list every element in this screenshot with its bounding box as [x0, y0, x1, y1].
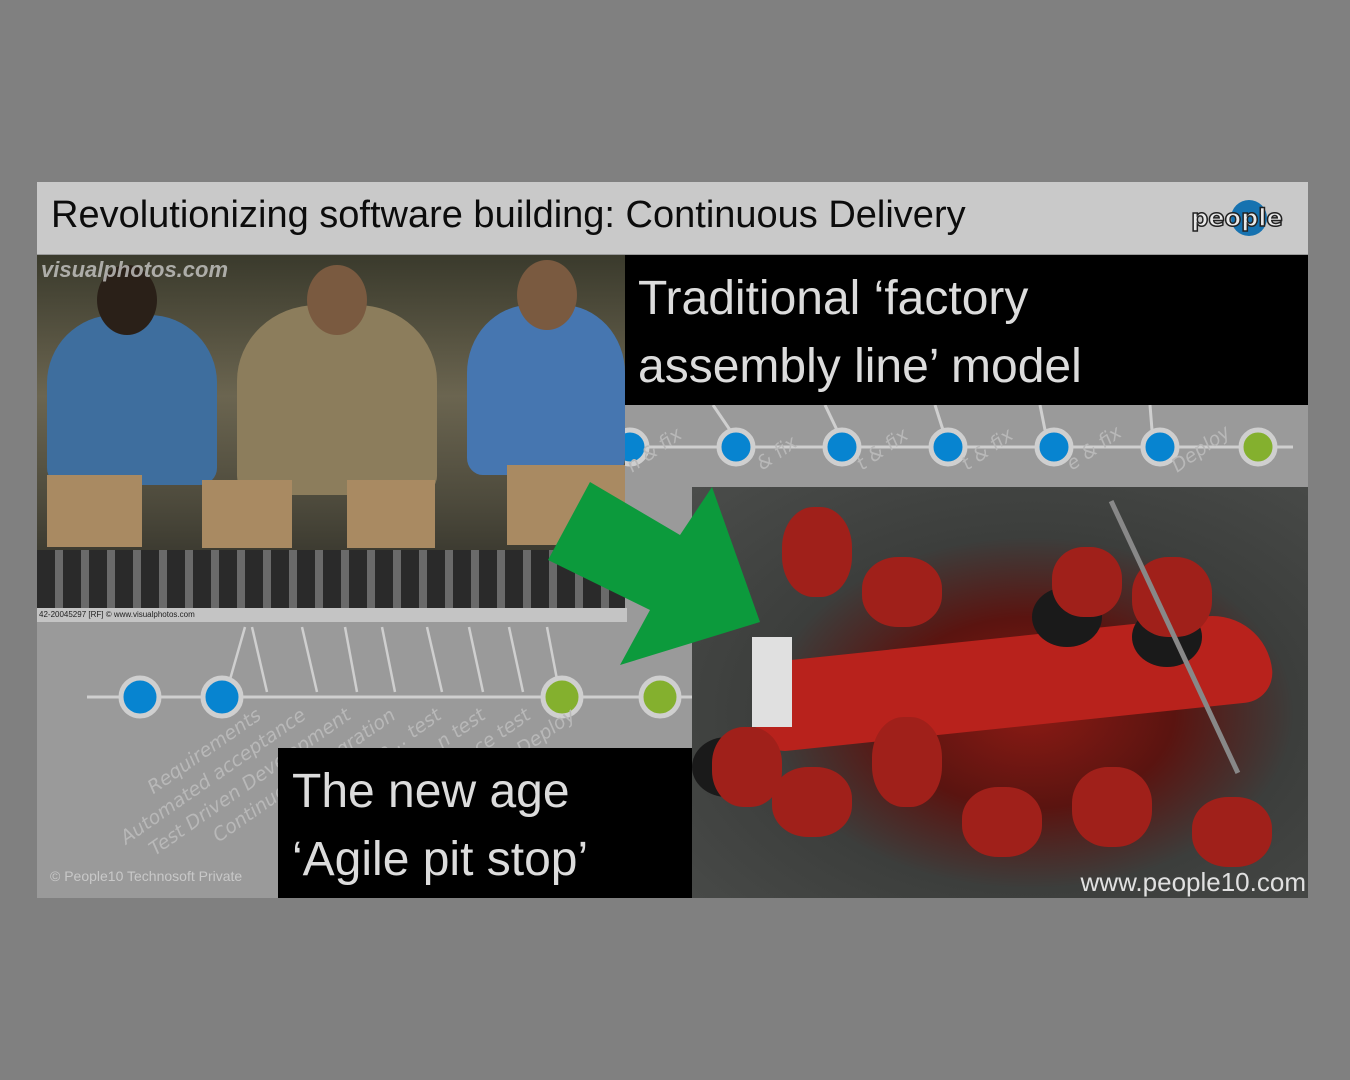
agile-label-line1: The new age	[292, 765, 570, 818]
agile-timeline	[87, 626, 697, 719]
timeline-node	[716, 427, 756, 467]
f1-pit-stop-photo: www.people10.com	[692, 487, 1308, 898]
agile-label-box: The new age ‘Agile pit stop’	[278, 748, 692, 898]
timeline-node	[200, 675, 244, 719]
timeline-node	[625, 427, 650, 467]
timeline-node	[638, 675, 682, 719]
timeline-node	[118, 675, 162, 719]
website-url: www.people10.com	[1080, 867, 1306, 897]
timeline-node	[928, 427, 968, 467]
people10-logo: people	[1190, 200, 1284, 236]
timeline-node	[1140, 427, 1180, 467]
traditional-label-line1: Traditional ‘factory	[638, 272, 1029, 325]
traditional-timeline: n & fix & fix t & fix t & fix e & fix De…	[625, 405, 1308, 487]
factory-workers-photo: visualphotos.com	[37, 255, 625, 608]
timeline-node	[540, 675, 584, 719]
slide-title: Revolutionizing software building: Conti…	[51, 194, 966, 236]
copyright-text: © People10 Technosoft Private	[50, 868, 243, 884]
agile-label-line2: ‘Agile pit stop’	[292, 833, 589, 886]
watermark: visualphotos.com	[41, 257, 229, 282]
timeline-node	[822, 427, 862, 467]
slide: Revolutionizing software building: Conti…	[37, 182, 1308, 898]
photo-caption: 42-20045297 [RF] © www.visualphotos.com	[37, 608, 627, 622]
timeline-node	[1034, 427, 1074, 467]
timeline-node-deploy	[1238, 427, 1278, 467]
title-bar: Revolutionizing software building: Conti…	[37, 182, 1308, 254]
traditional-label-line2: assembly line’ model	[638, 340, 1082, 393]
traditional-label-box: Traditional ‘factory assembly line’ mode…	[625, 255, 1308, 405]
svg-text:people: people	[1191, 204, 1283, 232]
